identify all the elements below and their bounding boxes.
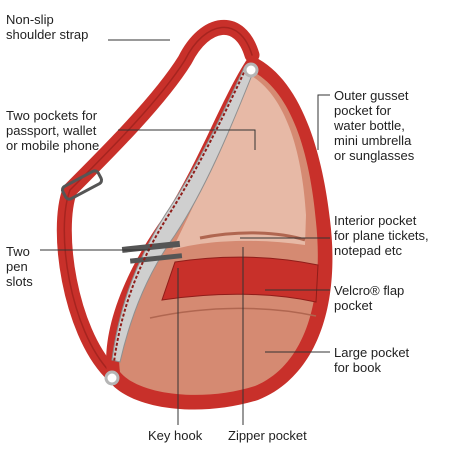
grommet-icon bbox=[243, 62, 259, 78]
label-shoulder-strap: Non-slip shoulder strap bbox=[6, 12, 89, 42]
label-outer-gusset: Outer gusset pocket for water bottle, mi… bbox=[334, 88, 415, 163]
shoulder-strap-edge bbox=[63, 26, 253, 373]
velcro-flap bbox=[161, 256, 319, 303]
label-pen-slots: Two pen slots bbox=[6, 244, 33, 289]
zipper bbox=[113, 67, 247, 363]
large-pocket-seam bbox=[149, 307, 317, 319]
label-key-hook: Key hook bbox=[148, 428, 203, 443]
lining-panel bbox=[111, 67, 253, 363]
leader-lines bbox=[40, 39, 330, 425]
pen-slot bbox=[129, 253, 183, 264]
strap-buckle-icon bbox=[60, 169, 104, 201]
label-zipper-pocket: Zipper pocket bbox=[228, 428, 307, 443]
label-interior-pocket: Interior pocket for plane tickets, notep… bbox=[334, 213, 429, 258]
label-passport-pockets: Two pockets for passport, wallet or mobi… bbox=[6, 108, 100, 153]
leader-outer-gusset bbox=[317, 94, 330, 150]
leader-passport-pockets bbox=[118, 129, 256, 150]
interior-compartment bbox=[172, 75, 306, 250]
label-velcro-flap: Velcro® flap pocket bbox=[334, 283, 405, 313]
label-large-pocket: Large pocket for book bbox=[334, 345, 410, 375]
grommet-icon bbox=[104, 370, 120, 386]
